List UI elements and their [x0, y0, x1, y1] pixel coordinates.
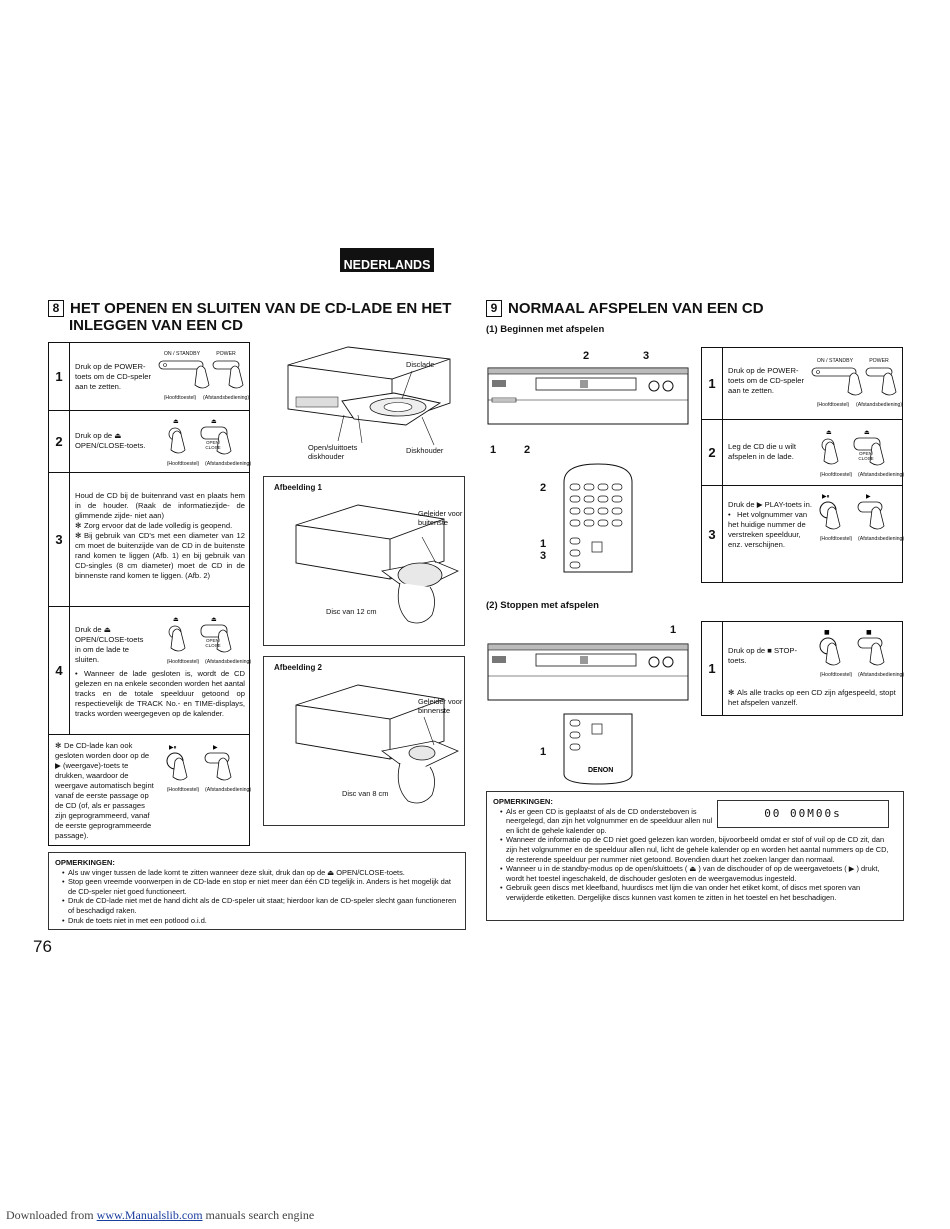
- svg-text:▶: ▶: [213, 744, 218, 751]
- hand-press-icon: [158, 360, 244, 389]
- note-item: Wanneer u in de standby-modus op de open…: [500, 864, 897, 883]
- cd-player-illustration: [287, 346, 451, 446]
- svg-text:⏏: ⏏: [864, 429, 870, 436]
- remote-illustration: DENON: [563, 713, 633, 785]
- player-front-start: 2 3 1 2: [486, 350, 692, 460]
- svg-text:⏏: ⏏: [826, 429, 832, 436]
- power-buttons-illustration: ON / STANDBY POWER (Hoofdtoestel) (Afsta…: [810, 358, 902, 414]
- hand-press-icon: ▶⏸ ▶: [819, 493, 885, 530]
- svg-text:■: ■: [824, 629, 830, 636]
- note-item: Als er geen CD is geplaatst of als de CD…: [500, 807, 716, 836]
- open-close-buttons-illustration: ⏏ ⏏ OPEN/ CLOSE (Hoofdtoestel) (Afstands…: [814, 428, 904, 482]
- disc-12cm-illustration: [295, 504, 459, 624]
- hand-press-icon: ⏏ ⏏: [821, 429, 885, 466]
- remote-illustration: [563, 463, 633, 573]
- figure-2: Afbeelding 2 Geleider voor binnenste Dis…: [263, 656, 465, 826]
- figure-1: Afbeelding 1 Geleider voor buitenste Dis…: [263, 476, 465, 646]
- note-item: Stop geen vreemde voorwerpen in de CD-la…: [62, 877, 459, 896]
- section8-steps-table: 1 Druk op de POWER-toets om de CD-speler…: [48, 342, 252, 846]
- hand-press-icon: ▶⏸ ▶: [166, 744, 232, 781]
- section8-step-note: ✻De CD-lade kan ook gesloten worden door…: [55, 741, 252, 840]
- note-item: Druk de toets niet in met een potlood o.…: [62, 916, 459, 926]
- manualslib-link[interactable]: www.Manualslib.com: [96, 1208, 203, 1222]
- section8-number: 8: [48, 300, 64, 317]
- section8-step-2: 2 Druk op de ⏏ OPEN/CLOSE-toets. ⏏ ⏏ OPE…: [49, 411, 251, 473]
- section9-step-1: 1 Druk op de POWER-toets om de CD-speler…: [702, 348, 902, 420]
- svg-text:⏏: ⏏: [211, 616, 217, 623]
- page-number: 76: [33, 937, 52, 956]
- svg-text:⏏: ⏏: [173, 616, 179, 623]
- section9-notes: OPMERKINGEN: Als er geen CD is geplaatst…: [486, 791, 904, 921]
- hand-press-icon: ■ ■: [819, 629, 885, 666]
- section9-subtitle-2: (2) Stoppen met afspelen: [486, 600, 599, 611]
- svg-text:DENON: DENON: [588, 767, 613, 774]
- play-buttons-illustration: ▶⏸ ▶ (Hoofdtoestel) (Afstandsbediening): [814, 492, 904, 546]
- hand-press-icon: [811, 367, 897, 396]
- section9-subtitle-1: (1) Beginnen met afspelen: [486, 324, 605, 335]
- cd-player-front-illustration: [487, 367, 689, 425]
- note-item: Druk de CD-lade niet met de hand dicht a…: [62, 896, 459, 915]
- cd-player-front-illustration: [487, 643, 689, 701]
- section8-step-1: 1 Druk op de POWER-toets om de CD-speler…: [49, 343, 249, 411]
- open-close-buttons-illustration-2: ⏏ ⏏ OPEN/ CLOSE (Hoofdtoestel) (Afstands…: [161, 615, 251, 669]
- section8-step-4: 4 Druk de ⏏ OPEN/CLOSE-toets in om de la…: [49, 607, 251, 735]
- stop-buttons-illustration: ■ ■ (Hoofdtoestel) (Afstandsbediening): [814, 628, 904, 682]
- svg-text:▶: ▶: [866, 493, 871, 500]
- footer: Downloaded from www.Manualslib.com manua…: [6, 1208, 315, 1222]
- open-close-buttons-illustration: ⏏ ⏏ OPEN/ CLOSE (Hoofdtoestel) (Afstands…: [161, 417, 251, 471]
- section9-stop-step-1: 1 Druk op de ■ STOP-toets. ■ ■ (Hoofdtoe…: [702, 622, 904, 715]
- svg-text:▶⏸: ▶⏸: [169, 744, 177, 751]
- section9-number: 9: [486, 300, 502, 317]
- note-item: Wanneer de informatie op de CD niet goed…: [500, 835, 897, 864]
- cd-tray-diagram: Disclade Open/sluittoets diskhouder Disk…: [282, 345, 468, 463]
- note-item: Als uw vinger tussen de lade komt te zit…: [62, 868, 459, 878]
- display-readout: 00 00M00s: [717, 800, 889, 828]
- svg-text:⏏: ⏏: [211, 418, 217, 425]
- section8-step-3: 3 Houd de CD bij de buitenrand vast en p…: [49, 473, 249, 607]
- section9-stop-steps-table: 1 Druk op de ■ STOP-toets. ■ ■ (Hoofdtoe…: [701, 621, 904, 716]
- remote-start: 2 1 3: [538, 462, 638, 573]
- player-front-stop: 1: [486, 624, 692, 714]
- language-badge: NEDERLANDS: [340, 248, 434, 272]
- svg-text:■: ■: [866, 629, 872, 636]
- svg-text:⏏: ⏏: [173, 418, 179, 425]
- section9-step-2: 2 Leg de CD die u wilt afspelen in de la…: [702, 420, 904, 486]
- power-buttons-illustration: ON / STANDBY POWER (Hoofdtoestel) (Afsta…: [157, 351, 249, 407]
- svg-text:▶⏸: ▶⏸: [822, 493, 830, 500]
- disc-8cm-illustration: [295, 684, 459, 804]
- section9-start-steps-table: 1 Druk op de POWER-toets om de CD-speler…: [701, 347, 904, 583]
- section9-step-3: 3 Druk de ▶ PLAY-toets in. •Het volgnumm…: [702, 486, 904, 582]
- section8-notes: OPMERKINGEN: Als uw vinger tussen de lad…: [48, 852, 466, 930]
- hand-press-icon: ⏏ ⏏: [168, 418, 232, 455]
- play-buttons-illustration: ▶⏸ ▶ (Hoofdtoestel) (Afstandsbediening): [161, 743, 251, 797]
- remote-stop: DENON 1: [538, 713, 638, 786]
- hand-press-icon: ⏏ ⏏: [168, 616, 232, 653]
- note-item: Gebruik geen discs met kleefband, huurdi…: [500, 883, 897, 902]
